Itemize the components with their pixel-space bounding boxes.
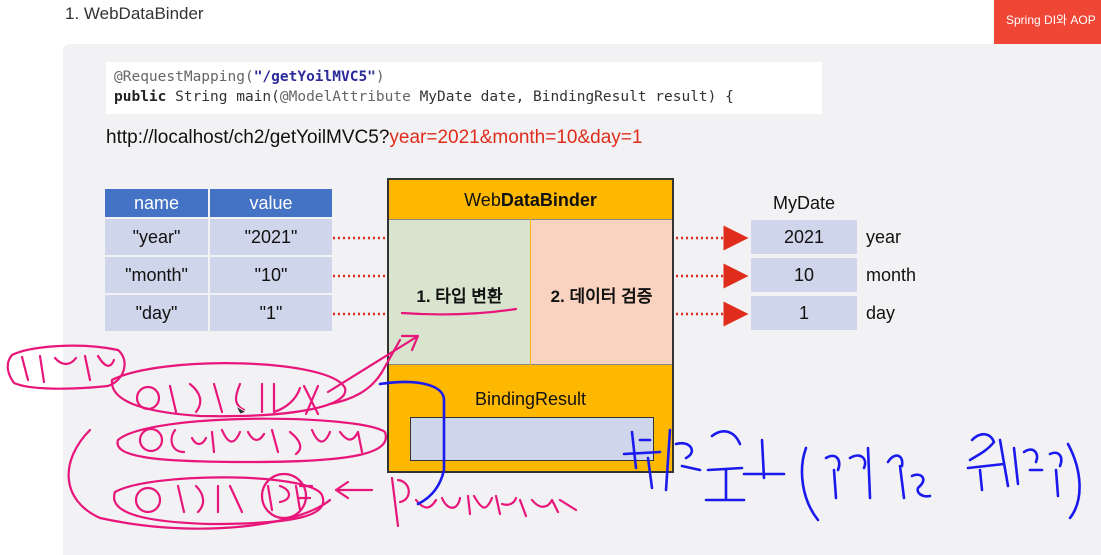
table-header-row: name value — [105, 189, 332, 217]
text-scribble — [664, 428, 702, 492]
left-arrow-scribble — [334, 480, 374, 500]
mydate-title: MyDate — [772, 193, 835, 213]
table-row: "month" "10" — [105, 257, 332, 293]
slide-title: 1. WebDataBinder — [65, 4, 204, 23]
mydate-label-year: year — [866, 227, 902, 247]
type-conversion-label: 1. 타입 변환 — [416, 287, 503, 306]
binder-title-bold: DataBinder — [500, 190, 597, 210]
circle-scribble — [138, 427, 164, 453]
text-scribble — [20, 354, 116, 384]
text-scribble — [742, 438, 786, 480]
code-text: String main( — [166, 89, 280, 105]
bracket-scribble — [378, 380, 446, 506]
arrow-head-scribble — [326, 334, 420, 394]
code-text-2: MyDate date, BindingResult result) { — [410, 89, 734, 105]
url-base: http://localhost/ch2/getYoilMVC5? — [106, 127, 390, 148]
code-snippet: @RequestMapping("/getYoilMVC5") public S… — [106, 62, 822, 114]
text-scribble — [886, 454, 932, 500]
header-name: name — [105, 189, 208, 217]
data-validation-label: 2. 데이터 검증 — [550, 287, 653, 306]
code-line-1: @RequestMapping("/getYoilMVC5") — [114, 67, 822, 87]
param-value: "10" — [210, 257, 332, 293]
code-line-2: public String main(@ModelAttribute MyDat… — [114, 87, 822, 107]
circle-scribble — [260, 472, 308, 520]
text-scribble — [1048, 451, 1063, 498]
table-row: "year" "2021" — [105, 219, 332, 255]
binding-result-box — [410, 417, 654, 461]
text-scribble — [170, 428, 364, 456]
handwritten-blue-annotations — [378, 380, 1081, 522]
dotted-arrows — [333, 225, 749, 327]
data-validation-box: 2. 데이터 검증 — [531, 219, 672, 365]
mydate-label-day: day — [866, 303, 896, 323]
code-paren: ) — [375, 69, 385, 85]
text-scribble — [622, 430, 662, 490]
circle-scribble — [112, 476, 325, 526]
paren-scribble — [1066, 442, 1081, 520]
binder-title-plain: Web — [464, 190, 501, 210]
text-scribble — [998, 438, 1044, 488]
cursor-icon — [235, 404, 247, 415]
code-keyword: public — [114, 89, 167, 105]
mydate-label-month: month — [866, 265, 917, 285]
corner-tag-label: Spring DI와 AOP — [1006, 13, 1096, 27]
param-name: "month" — [105, 257, 208, 293]
url-query: year=2021&month=10&day=1 — [389, 127, 643, 148]
code-string: "/getYoilMVC5" — [253, 69, 376, 85]
binding-result-label: BindingResult — [474, 389, 587, 409]
mydate-value-day: 1 — [751, 296, 857, 330]
circle-scribble — [116, 417, 387, 464]
circle-scribble — [134, 486, 162, 514]
property-editor-scribble — [390, 476, 578, 528]
table-row: "day" "1" — [105, 295, 332, 331]
request-url: http://localhost/ch2/getYoilMVC5?year=20… — [106, 127, 642, 149]
circle-scribble — [135, 385, 161, 411]
circle-scribble — [6, 344, 126, 390]
paren-scribble — [800, 446, 820, 522]
code-annotation: @RequestMapping( — [114, 69, 254, 85]
param-value: "2021" — [210, 219, 332, 255]
text-scribble — [848, 446, 872, 500]
text-scribble — [176, 484, 314, 514]
underline-scribble — [400, 307, 518, 316]
text-scribble — [704, 430, 746, 502]
binder-title: WebDataBinder — [389, 190, 672, 211]
text-scribble — [168, 382, 320, 416]
param-name: "year" — [105, 219, 208, 255]
text-scribble — [824, 454, 841, 500]
text-scribble — [966, 432, 1006, 492]
handwritten-pink-annotations — [6, 307, 578, 530]
mydate-value-year: 2021 — [751, 220, 857, 254]
mydate-value-month: 10 — [751, 258, 857, 292]
arrow-scribble — [328, 338, 402, 406]
params-table: name value "year" "2021" "month" "10" "d… — [103, 187, 334, 333]
code-annotation-2: @ModelAttribute — [279, 89, 411, 105]
param-value: "1" — [210, 295, 332, 331]
param-name: "day" — [105, 295, 208, 331]
header-value: value — [210, 189, 332, 217]
